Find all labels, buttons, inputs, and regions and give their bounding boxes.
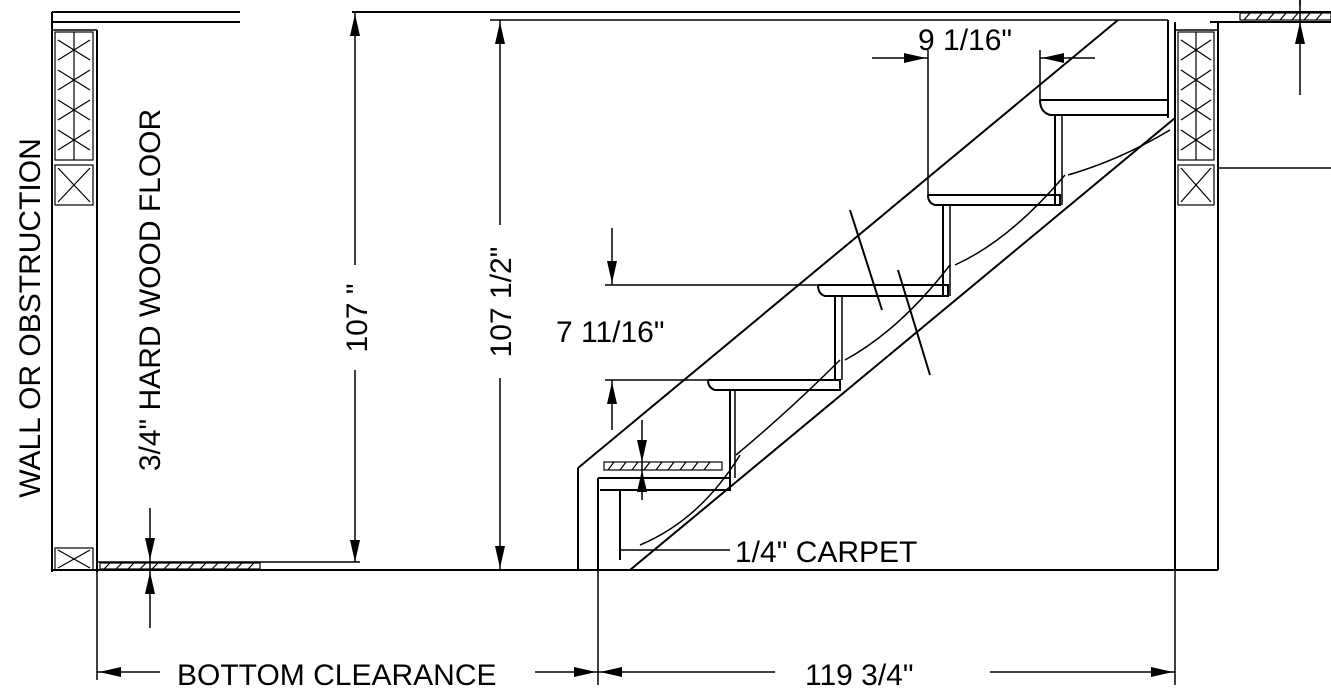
hardwood-label: 3/4" HARD WOOD FLOOR xyxy=(134,109,167,471)
tread-label: 9 1/16" xyxy=(918,24,1012,57)
step-5 xyxy=(1039,99,1169,205)
dim-hardwood xyxy=(145,508,155,628)
step-4 xyxy=(927,194,1061,296)
height-finished-label: 107 " xyxy=(341,283,374,352)
rise-label: 7 11/16" xyxy=(556,316,665,349)
floor xyxy=(52,561,1218,571)
dim-bottom-clearance xyxy=(96,572,598,680)
bottom-clearance-label: BOTTOM CLEARANCE xyxy=(177,659,497,692)
run-label: 119 3/4" xyxy=(805,659,914,692)
dim-run xyxy=(597,490,1176,685)
height-total-label: 107 1/2" xyxy=(485,247,518,358)
wall-label: WALL OR OBSTRUCTION xyxy=(14,138,47,497)
stringer xyxy=(577,19,1176,571)
right-header xyxy=(1167,0,1331,570)
dim-tread xyxy=(872,50,1095,195)
carpet-label: 1/4" CARPET xyxy=(735,536,917,569)
step-1 xyxy=(597,461,731,570)
joist-hatch-left xyxy=(54,31,94,571)
step-3 xyxy=(817,284,949,380)
dim-107-half xyxy=(495,20,505,570)
left-wall xyxy=(51,11,240,572)
break-symbol xyxy=(849,209,931,376)
dim-rise xyxy=(605,228,818,500)
upper-floor xyxy=(352,11,1331,23)
joist-hatch-right xyxy=(1177,31,1215,206)
dim-107 xyxy=(350,12,360,562)
step-2 xyxy=(707,379,841,478)
